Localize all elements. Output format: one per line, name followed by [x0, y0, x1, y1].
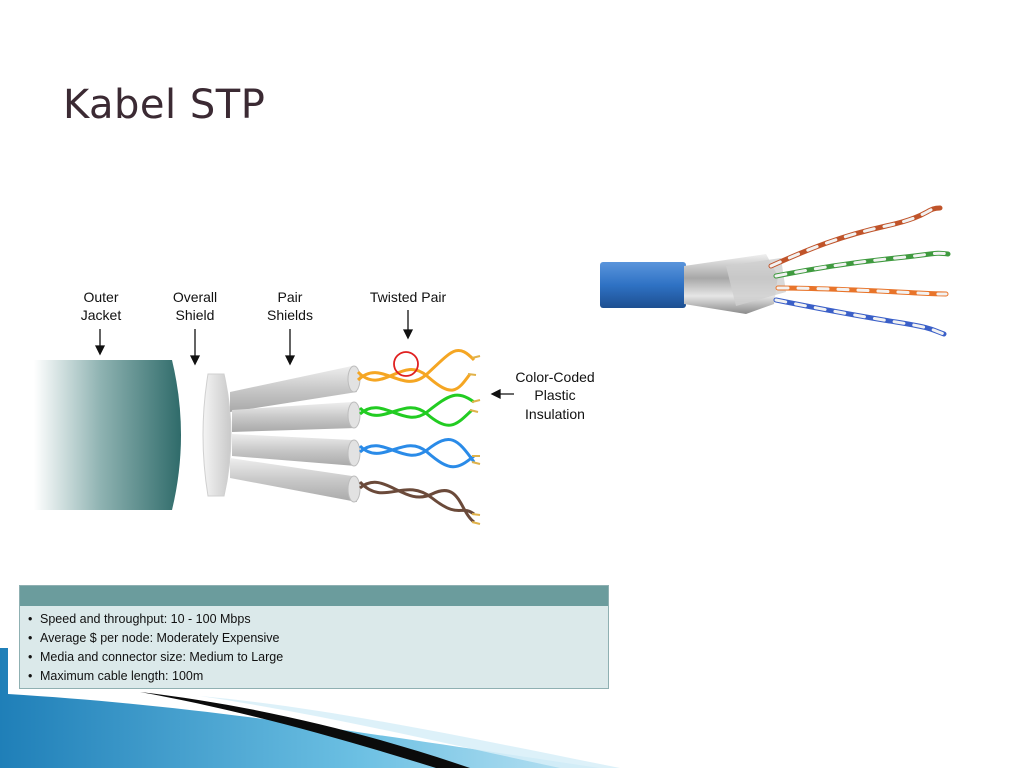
- pair-orange: [356, 349, 476, 383]
- pair-blue: [358, 438, 476, 463]
- cable-jacket: [600, 262, 686, 308]
- label-pair-shields-2: Shields: [267, 307, 313, 323]
- copper-tips: [467, 355, 481, 525]
- outer-jacket: [34, 360, 181, 510]
- twisted-pairs: [356, 349, 476, 524]
- label-twisted-pair: Twisted Pair: [370, 289, 447, 305]
- decorative-wave: [0, 648, 620, 768]
- label-insulation-2: Plastic: [534, 387, 575, 403]
- specs-list: •Speed and throughput: 10 - 100 Mbps •Av…: [20, 606, 608, 686]
- pair-shields: [230, 365, 361, 503]
- label-outer-jacket-1: Outer: [83, 289, 118, 305]
- slide-title: Kabel STP: [63, 82, 266, 128]
- photo-wires: [768, 205, 951, 337]
- spec-item: •Media and connector size: Medium to Lar…: [28, 650, 284, 664]
- spec-item: •Average $ per node: Moderately Expensiv…: [28, 631, 280, 645]
- spec-item: •Maximum cable length: 100m: [28, 669, 204, 683]
- label-insulation-1: Color-Coded: [515, 369, 594, 385]
- cable-specs-box: •Speed and throughput: 10 - 100 Mbps •Av…: [19, 585, 609, 689]
- label-overall-shield-2: Shield: [176, 307, 215, 323]
- stp-cable-photo: [600, 205, 951, 337]
- spec-item: •Speed and throughput: 10 - 100 Mbps: [28, 612, 251, 626]
- label-pair-shields-1: Pair: [278, 289, 303, 305]
- stp-cable-diagram: Outer Jacket Overall Shield Pair Shields…: [34, 289, 595, 525]
- label-insulation-3: Insulation: [525, 406, 585, 422]
- arrow-icons: [94, 310, 514, 400]
- overall-shield: [202, 373, 232, 497]
- pair-green: [358, 393, 475, 419]
- label-overall-shield-1: Overall: [173, 289, 217, 305]
- specs-header-bar: [20, 586, 608, 606]
- twist-highlight-icon: [393, 351, 419, 377]
- pair-brown: [359, 480, 476, 524]
- label-outer-jacket-2: Jacket: [81, 307, 122, 323]
